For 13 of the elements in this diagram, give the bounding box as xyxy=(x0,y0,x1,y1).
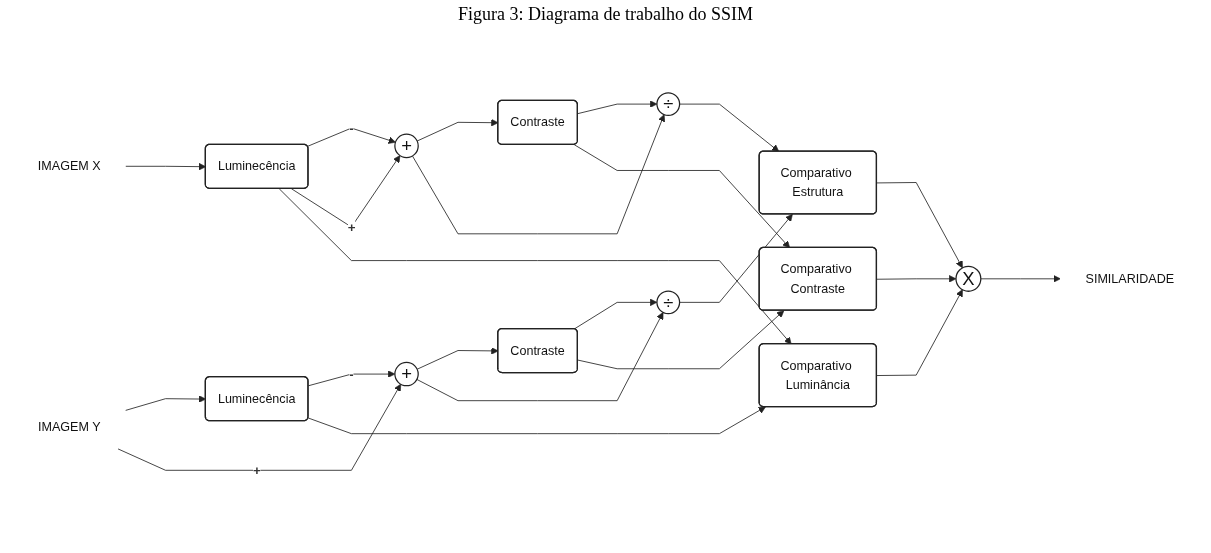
node-text: IMAGEM Y xyxy=(37,418,101,433)
node-circle: X xyxy=(954,265,981,292)
edge-label: + xyxy=(252,462,261,478)
node-text: SIMILARIDADE xyxy=(1085,270,1174,285)
edge-label: - xyxy=(348,120,354,135)
node-circle: ÷ xyxy=(655,91,680,116)
node-circle: ÷ xyxy=(655,289,680,314)
figure-title: Figura 3: Diagrama de trabalho do SSIM xyxy=(457,4,754,25)
node-text: IMAGEM X xyxy=(37,158,101,173)
node-circle: + xyxy=(393,361,419,386)
edge-label: + xyxy=(347,219,356,234)
edge-label: - xyxy=(348,366,354,381)
node-circle: + xyxy=(393,133,419,158)
